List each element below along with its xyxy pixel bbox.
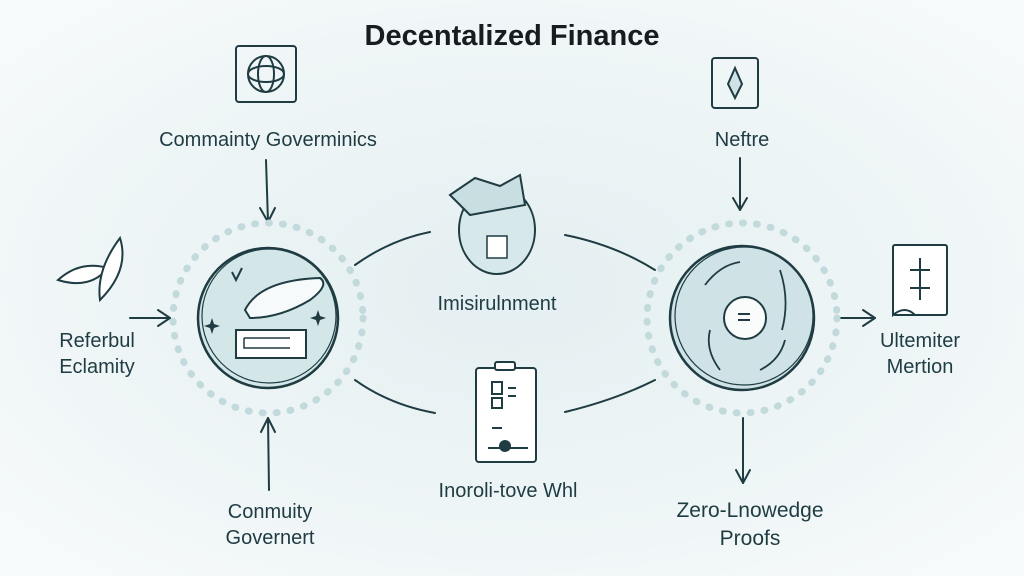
arrow-down-top-right (732, 157, 748, 211)
label-left: Referbul Eclamity (59, 328, 135, 380)
arrow-down-bottom-right (735, 417, 751, 484)
globe-box-icon (235, 45, 297, 103)
label-line: Mertion (886, 356, 954, 378)
leaf-icon (56, 235, 124, 303)
label-line: Proofs (719, 527, 781, 550)
label-bottom-left: Conmuity Governert (226, 499, 315, 551)
label-line: Conmuity (227, 501, 313, 523)
label-zero-knowledge-proofs: Zero-Lnowedge Proofs (676, 497, 823, 553)
clipboard-icon (475, 361, 537, 463)
nft-card-icon (711, 57, 759, 109)
money-bag-icon (448, 173, 536, 275)
halo-dots (169, 219, 367, 417)
book-icon (892, 244, 948, 318)
arrow-up-bottom-left (260, 417, 276, 491)
connector-arc (354, 379, 436, 414)
zk-hub-icon (668, 244, 816, 392)
label-line: Governert (225, 527, 315, 549)
label-center-bottom: Inoroli-tove Whl (438, 480, 578, 502)
label-right: Ultemiter Mertion (880, 328, 960, 380)
halo-dots (643, 219, 841, 417)
connector-arc (564, 234, 656, 271)
label-line: Ultemiter (879, 330, 961, 352)
arrow-down-top-left (259, 159, 276, 223)
label-line: Referbul (59, 330, 135, 352)
connector-arc (354, 231, 431, 266)
governance-hub-icon (196, 246, 340, 390)
label-line: Zero-Lnowedge (676, 499, 824, 522)
diagram-title: Decentalized Finance (364, 20, 660, 52)
arrow-right-right (837, 309, 876, 327)
label-investment: Imisirulnment (437, 293, 557, 315)
arrow-right-left (129, 309, 171, 327)
label-community-governance: Commainty Goverminics (159, 129, 377, 151)
label-line: Eclamity (59, 356, 135, 378)
label-nft: Neftre (714, 129, 770, 151)
connector-arc (564, 379, 656, 413)
